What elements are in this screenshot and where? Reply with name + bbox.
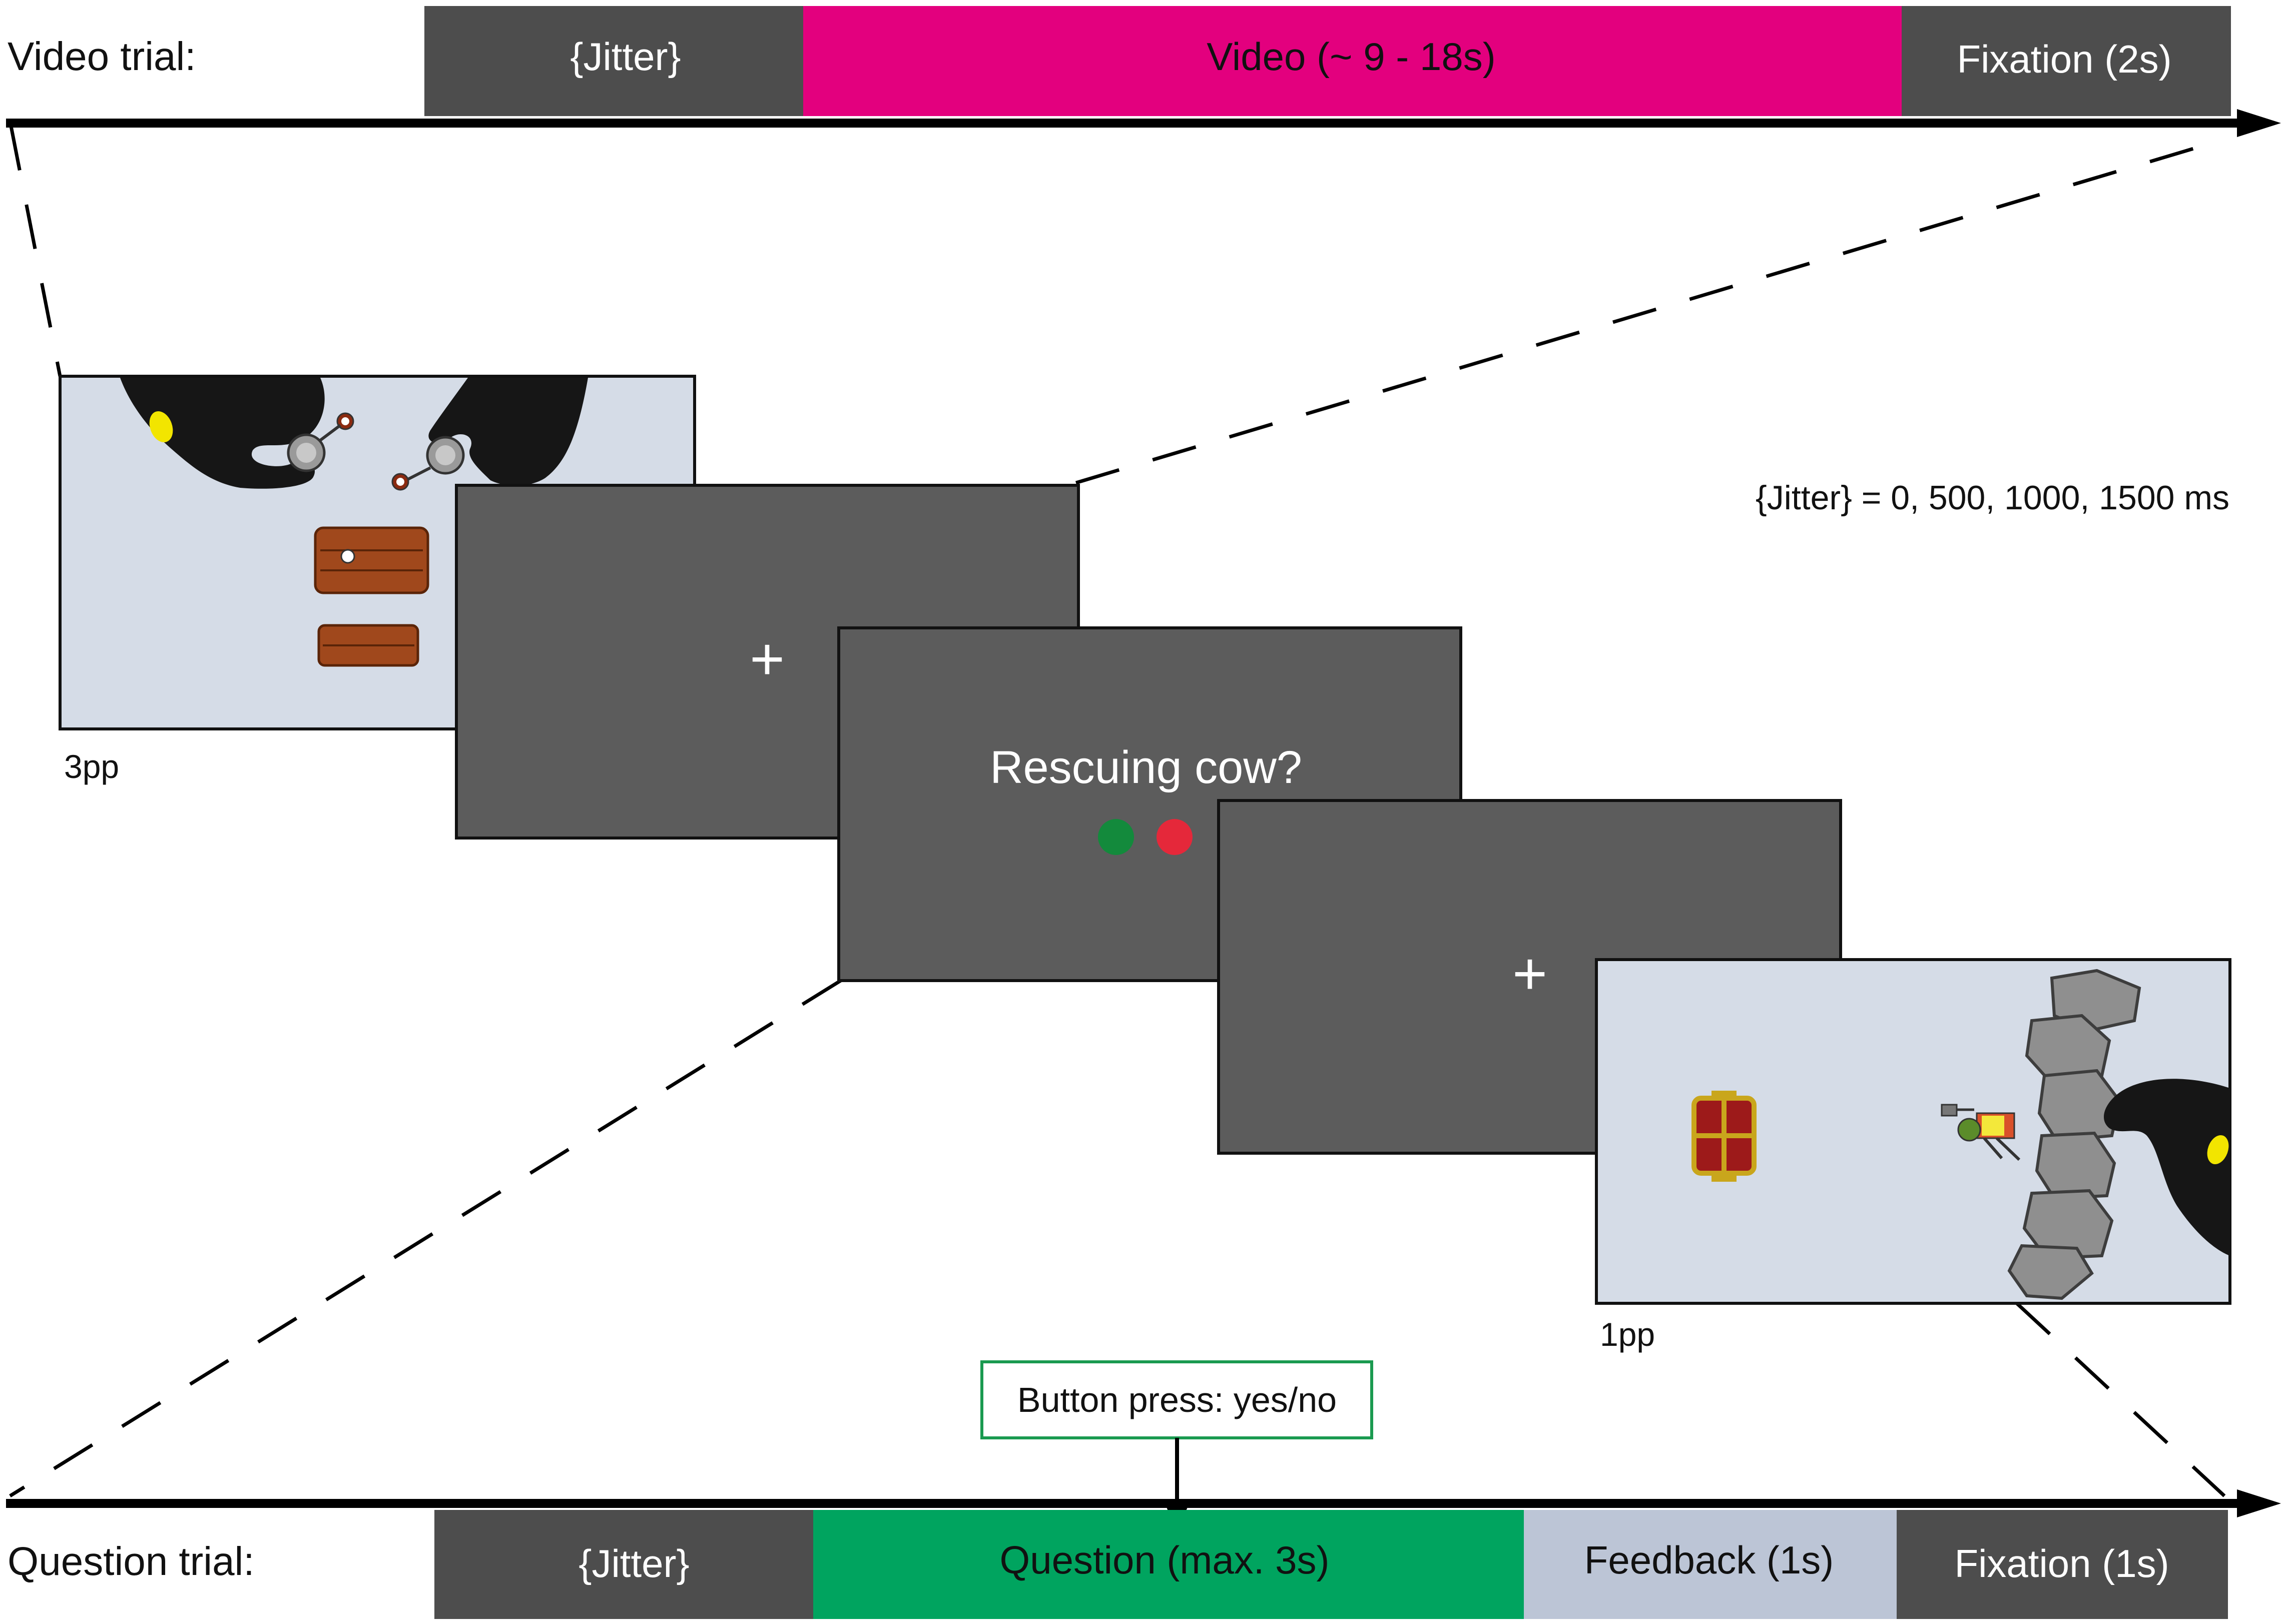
dark-hand-right-icon <box>428 378 588 486</box>
video-1pp-caption: 1pp <box>1600 1316 1655 1353</box>
zoom-dashed-lines <box>9 126 2226 1497</box>
video-fixation-segment <box>1902 6 2231 116</box>
no-response-dot <box>1157 819 1193 855</box>
question-trial-label: Question trial: <box>8 1539 255 1583</box>
video-timeline-arrow <box>6 109 2281 137</box>
video-1pp-screen <box>1595 958 2231 1305</box>
question-fixation-segment <box>1897 1510 2228 1619</box>
question-text: Rescuing cow? <box>990 742 1302 793</box>
dark-hand-1pp-icon <box>2103 1079 2230 1256</box>
wooden-plank-bottom-icon <box>317 624 419 667</box>
video-jitter-label: {Jitter} <box>570 35 681 79</box>
video-fixation-label: Fixation (2s) <box>1957 37 2171 81</box>
character-figure-icon <box>1941 1104 2021 1161</box>
question-segment-label: Question (max. 3s) <box>1000 1538 1330 1582</box>
dark-hand-left-icon <box>120 378 325 489</box>
question-jitter-label: {Jitter} <box>579 1541 689 1585</box>
video-segment <box>803 6 1902 116</box>
yellow-marker-1pp-icon <box>2207 1135 2229 1165</box>
button-press-callout <box>980 1360 1373 1533</box>
video-segment-label: Video (~ 9 - 18s) <box>1207 35 1495 79</box>
button-press-label: Button press: yes/no <box>1017 1380 1337 1419</box>
question-timeline-arrow <box>6 1489 2281 1517</box>
question-trial-bar: {Jitter} Question (max. 3s) Feedback (1s… <box>434 1510 2228 1619</box>
video-3pp-caption: 3pp <box>64 748 119 785</box>
fixation-cross-2: + <box>1512 940 1547 1007</box>
fixation-cross-1: + <box>750 625 785 692</box>
video-trial-bar: {Jitter} Video (~ 9 - 18s) Fixation (2s) <box>424 6 2231 116</box>
yellow-marker-left-icon <box>149 411 173 442</box>
figure-left-icon <box>287 412 354 472</box>
question-jitter-segment <box>434 1510 813 1619</box>
wooden-plank-top-icon <box>314 526 429 594</box>
treasure-chest-icon <box>1691 1091 1757 1182</box>
question-segment <box>813 1510 1524 1619</box>
feedback-segment <box>1524 1510 1897 1619</box>
figure-right-icon <box>391 436 465 491</box>
question-fixation-label: Fixation (1s) <box>1954 1541 2169 1585</box>
video-trial-label: Video trial: <box>8 34 196 79</box>
feedback-segment-label: Feedback (1s) <box>1584 1538 1834 1582</box>
yes-response-dot <box>1098 819 1134 855</box>
jitter-note: {Jitter} = 0, 500, 1000, 1500 ms <box>1756 479 2229 517</box>
rock-column-icon <box>2007 969 2141 1300</box>
video-jitter-segment <box>424 6 803 116</box>
